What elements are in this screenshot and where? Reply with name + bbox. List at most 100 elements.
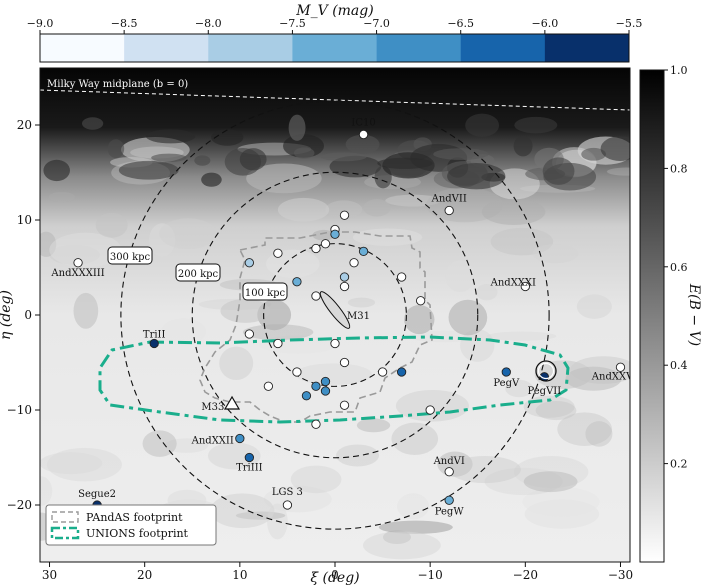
x-axis-label-text: ξ (deg) xyxy=(310,570,359,586)
dust-cloud xyxy=(447,162,506,190)
dust-cloud xyxy=(220,298,271,323)
colorbar-right-ticks: 0.20.40.60.81.0 xyxy=(664,64,688,471)
object-label: AndVII xyxy=(431,194,467,205)
satellite-point xyxy=(320,376,331,387)
dust-cloud xyxy=(239,148,267,171)
satellite-point xyxy=(301,391,312,401)
y-tick-label: 20 xyxy=(17,118,32,132)
satellite-point xyxy=(235,433,245,444)
dust-cloud xyxy=(149,223,176,257)
dust-cloud xyxy=(320,152,367,162)
legend: PAndAS footprint UNIONS footprint xyxy=(45,504,217,546)
satellite-point xyxy=(311,381,321,391)
midplane-label: Milky Way midplane (b = 0) xyxy=(47,79,188,90)
object-label: M31 xyxy=(347,311,370,322)
circle-label-box-0 xyxy=(242,282,288,301)
colorbar-top-tick-label: −6.0 xyxy=(531,17,558,30)
object-label: AndXXXI xyxy=(490,278,536,289)
satellite-point xyxy=(396,272,407,282)
dust-cloud xyxy=(505,379,533,398)
colorbar-right-tick-label: 0.2 xyxy=(670,458,688,471)
distance-circle-0 xyxy=(263,243,407,387)
circle-label-2: 300 kpc xyxy=(110,252,151,263)
satellite-point xyxy=(425,405,435,415)
satellite-point xyxy=(292,277,302,287)
object-label: TriII xyxy=(143,330,166,341)
satellite-point xyxy=(396,367,407,377)
dust-cloud xyxy=(208,442,261,470)
y-tick-label: 0 xyxy=(24,308,32,322)
distance-circle-2 xyxy=(120,100,550,530)
satellite-point xyxy=(320,239,331,249)
dust-cloud xyxy=(118,160,179,180)
pandas-footprint xyxy=(199,231,433,423)
legend-unions-label: UNIONS footprint xyxy=(86,527,189,540)
colorbar-top-tick-label: −9.0 xyxy=(27,17,54,30)
x-tick-label: 0 xyxy=(331,568,339,582)
satellite-point xyxy=(320,386,331,396)
satellite-point xyxy=(311,243,321,254)
midplane-line xyxy=(40,89,630,111)
dust-cloud xyxy=(514,116,558,134)
colorbar-top-bin xyxy=(40,34,125,62)
colorbar-top-tick-label: −7.0 xyxy=(363,17,390,30)
satellite-point xyxy=(330,229,340,239)
x-tick-label: 20 xyxy=(137,568,152,582)
dust-cloud xyxy=(513,456,589,489)
satellite-point xyxy=(444,495,454,505)
object-label: AndVI xyxy=(433,456,465,467)
dust-cloud xyxy=(81,117,104,130)
object-label: IC10 xyxy=(351,118,375,129)
dust-cloud xyxy=(377,157,433,169)
x-tick-label: 30 xyxy=(42,568,57,582)
dust-cloud xyxy=(385,194,441,207)
circle-label-1: 200 kpc xyxy=(178,269,219,280)
colorbar-right-tick-label: 0.4 xyxy=(670,359,688,372)
dust-cloud xyxy=(542,157,575,185)
y-tick-label: −10 xyxy=(7,403,32,417)
satellite-point xyxy=(273,248,283,258)
colorbar-top-bin xyxy=(208,34,293,62)
x-tick-label: −20 xyxy=(513,568,538,582)
object-label: M33 xyxy=(201,402,224,413)
dust-cloud xyxy=(40,476,53,506)
dust-cloud xyxy=(49,232,122,268)
dust-cloud xyxy=(49,244,100,265)
m31-disk xyxy=(319,291,351,329)
distance-circle-1 xyxy=(191,171,479,459)
satellite-point xyxy=(292,367,302,377)
y-tick-label: −20 xyxy=(7,498,32,512)
satellite-point xyxy=(377,367,388,377)
dust-cloud xyxy=(219,346,254,380)
dust-cloud xyxy=(43,159,70,182)
satellite-point xyxy=(273,338,283,349)
satellite-point xyxy=(339,357,350,368)
dust-cloud xyxy=(532,244,579,264)
object-label: PegVII xyxy=(527,386,561,397)
object-labels: IC10AndVIIAndXXXIIIAndXXXIM31TriIIPegVPe… xyxy=(50,118,630,518)
satellite-point xyxy=(244,329,255,339)
colorbar-top-bin xyxy=(124,34,209,62)
dust-cloud xyxy=(585,421,613,447)
colorbar-top-tick-label: −7.5 xyxy=(279,17,306,30)
satellite-point xyxy=(501,367,511,377)
satellite-point xyxy=(339,400,350,410)
dust-cloud xyxy=(290,465,342,494)
colorbar-right-tick-label: 0.8 xyxy=(670,162,688,175)
pegvii-outer-ring xyxy=(535,360,557,382)
dust-cloud xyxy=(486,331,557,341)
colorbar-top-bin xyxy=(376,34,462,62)
colorbar-right-label-text: E(B − V) xyxy=(686,283,702,346)
colorbar-top-bin xyxy=(292,34,377,62)
dust-cloud xyxy=(363,199,391,217)
colorbar-top-label: M_V (mag) xyxy=(295,3,373,19)
x-axis-label: ξ (deg) xyxy=(310,570,359,586)
dust-cloud xyxy=(460,329,495,362)
colorbar-right xyxy=(639,69,665,563)
dust-cloud xyxy=(465,113,500,137)
satellite-point xyxy=(358,129,369,140)
x-tick-label: −10 xyxy=(417,568,442,582)
dust-cloud xyxy=(523,471,578,493)
satellite-point xyxy=(244,258,255,268)
dust-cloud xyxy=(565,366,622,391)
